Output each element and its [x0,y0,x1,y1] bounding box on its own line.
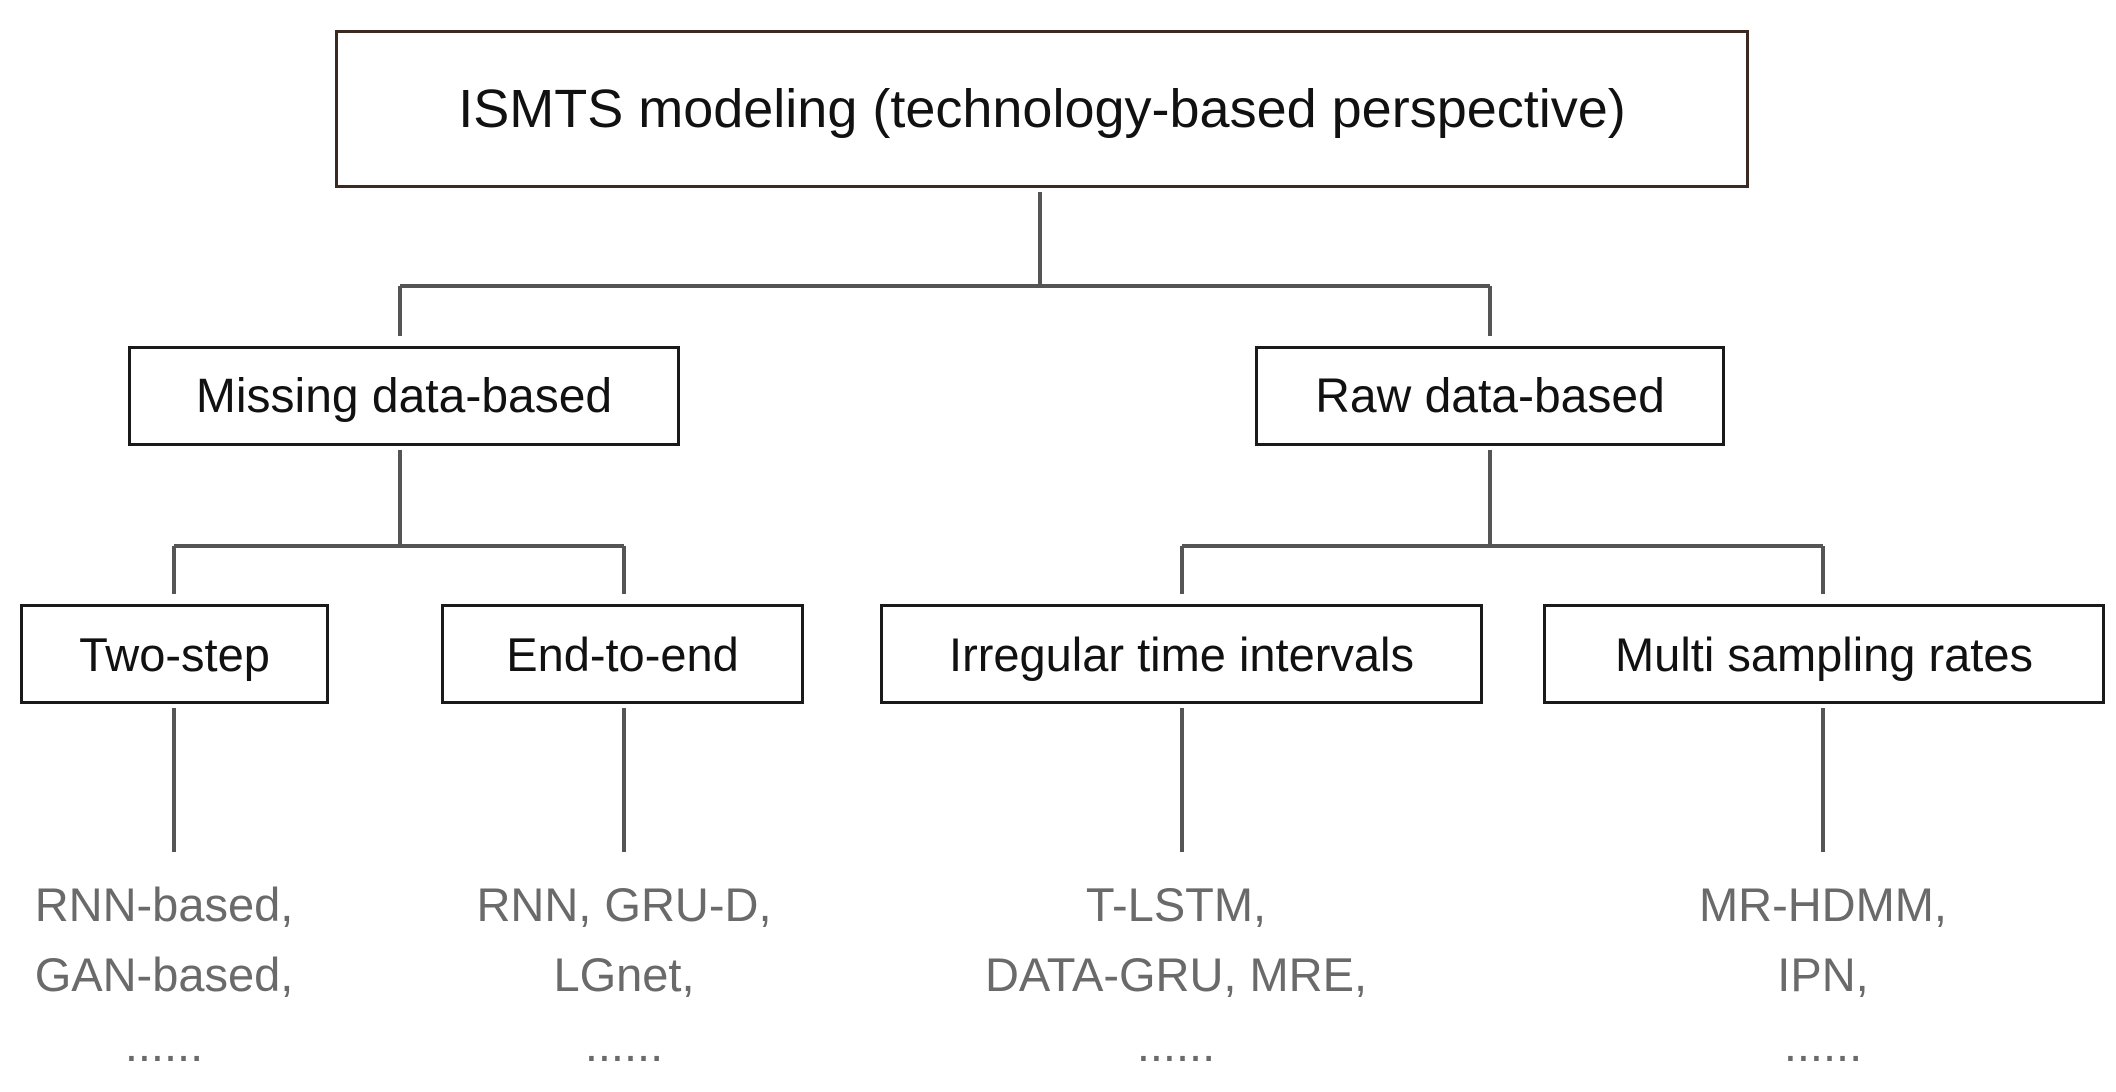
end-to-end-node: End-to-end [441,604,804,704]
two-step-label: Two-step [79,627,270,681]
two-step-methods: RNN-based, GAN-based, ...... [35,870,294,1080]
end-to-end-methods: RNN, GRU-D, LGnet, ...... [476,870,771,1080]
multi-sampling-rates-methods: MR-HDMM, IPN, ...... [1699,870,1947,1080]
method-item: ...... [584,1018,664,1071]
method-item: ...... [124,1018,204,1071]
end-to-end-label: End-to-end [506,627,739,681]
multi-sampling-rates-node: Multi sampling rates [1543,604,2105,704]
root-node: ISMTS modeling (technology-based perspec… [335,30,1749,188]
root-label: ISMTS modeling (technology-based perspec… [458,79,1626,139]
missing-data-based-node: Missing data-based [128,346,680,446]
method-item: GAN-based, [34,948,294,1001]
method-item: LGnet, [553,948,695,1001]
missing-data-based-label: Missing data-based [195,369,613,423]
connector-missing-data [172,450,626,594]
irregular-time-intervals-label: Irregular time intervals [949,627,1414,681]
method-item: RNN, GRU-D, [476,878,772,931]
method-item: ...... [1136,1018,1216,1071]
method-item: ...... [1783,1018,1863,1071]
method-item: T-LSTM, [1085,878,1267,931]
method-item: MR-HDMM, [1699,878,1947,931]
raw-data-based-node: Raw data-based [1255,346,1725,446]
method-item: IPN, [1777,948,1869,1001]
method-item: RNN-based, [34,878,294,931]
connector-root [398,192,1492,336]
irregular-time-intervals-node: Irregular time intervals [880,604,1483,704]
multi-sampling-rates-label: Multi sampling rates [1615,627,2033,681]
raw-data-based-label: Raw data-based [1315,369,1665,423]
two-step-node: Two-step [20,604,329,704]
connector-raw-data [1180,450,1825,594]
method-item: DATA-GRU, MRE, [984,948,1368,1001]
irregular-time-intervals-methods: T-LSTM, DATA-GRU, MRE, ...... [985,870,1367,1080]
